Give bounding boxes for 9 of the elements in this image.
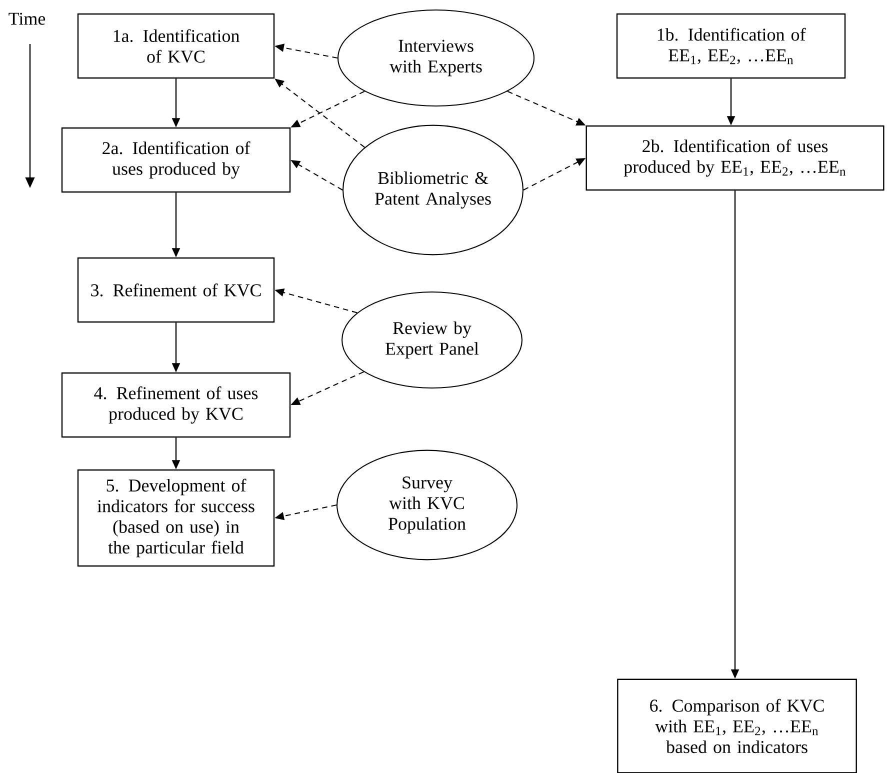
process-box: 3. Refinement of KVC: [77, 257, 275, 323]
process-box: 6. Comparison of KVC with EE$_{1}$, EE$_{2}$, …EE$_{n}$ based on indicators: [617, 678, 857, 773]
process-box: 1b. Identification of EE$_{1}$, EE$_{2}$, …EE$_{n}$: [616, 13, 846, 79]
process-box: 5. Development of indicators for success (based on use) in the particular field: [77, 469, 275, 567]
process-box: 1a. Identification of KVC: [77, 13, 275, 79]
process-box: 4. Refinement of uses produced by KVC: [61, 372, 291, 438]
axis-label: Time: [8, 12, 46, 25]
process-box: 2a. Identification of uses produced by: [61, 127, 291, 193]
process-box: 2b. Identification of uses produced by EE$_{1}$, EE$_{2}$, …EE$_{n}$: [586, 125, 884, 191]
